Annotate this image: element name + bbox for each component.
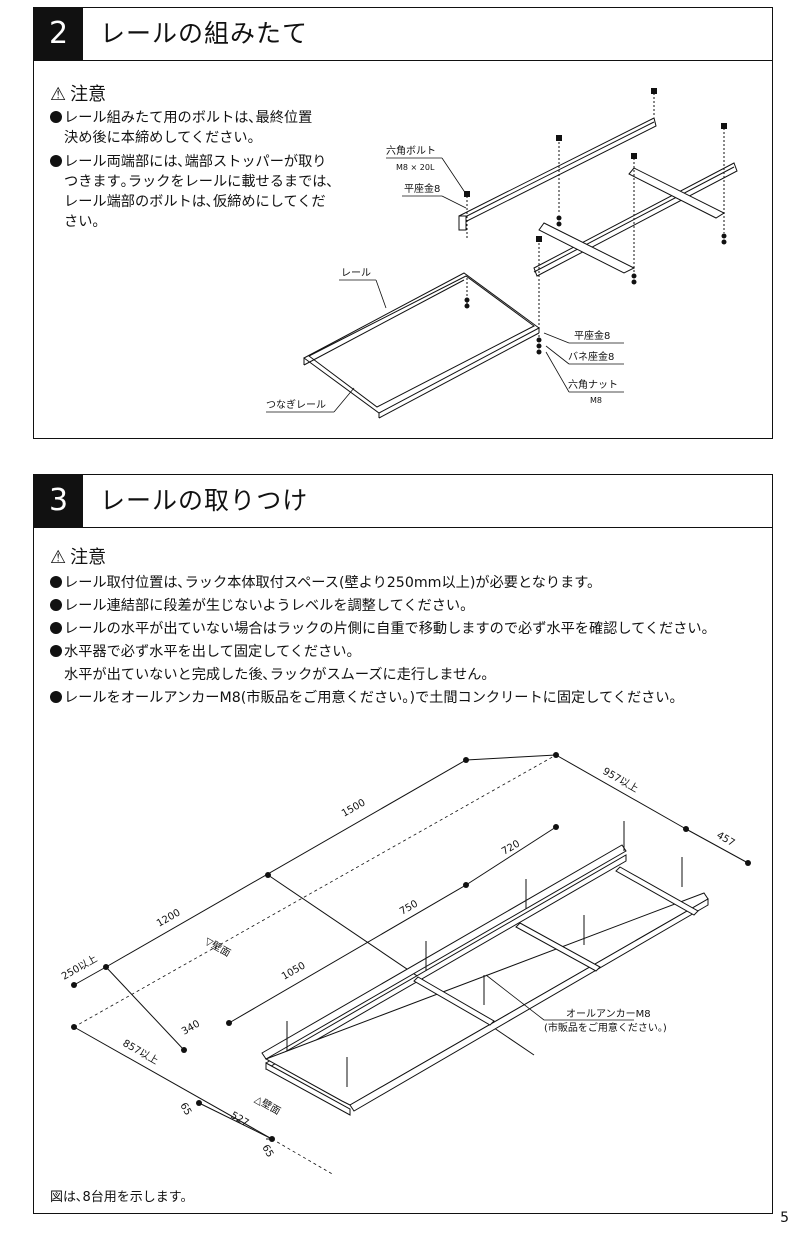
caution-item-cont: つきます｡ラックをレールに載せるまでは､ [64,174,334,190]
caution-item: レール取付位置は､ラック本体取付スペース(壁より250mm以上)が必要となります… [50,573,601,593]
dim-720: 720 [500,839,522,858]
label-flat-washer: 平座金8 [574,329,610,342]
dim-65a: 65 [177,1101,193,1118]
caution-label: 注意 [70,84,107,105]
dim-957a: 957以上 [601,765,641,795]
caution-item: レール両端部には､端部ストッパーが取り [50,152,326,172]
caution-item-cont: 決め後に本締めしてください。 [64,130,262,146]
section-title: レールの組みたて [100,19,309,48]
step-number: 2 [34,8,83,60]
caution-item: レール連結部に段差が生じないようレベルを調整してください。 [50,596,474,616]
label-joint-rail: つなぎレール [266,398,326,411]
step-number: 3 [34,475,83,527]
section-rail-installation: 3 レールの取りつけ ⚠注意 レール取付位置は､ラック本体取付スペース(壁より2… [33,474,773,1214]
label-hex-bolt: 六角ボルト [386,145,436,157]
footnote: 図は､8台用を示します。 [50,1190,194,1205]
dim-750: 750 [398,899,420,918]
caution-item: レールをオールアンカーM8(市販品をご用意ください｡)で土間コンクリートに固定し… [50,688,684,708]
label-anchor-sub: (市販品をご用意ください。) [544,1021,667,1034]
label-spring-washer: バネ座金8 [568,350,614,363]
section-header: 3 レールの取りつけ [34,475,772,528]
wall-label-b: △壁面 [253,1092,283,1117]
section-rail-assembly: 2 レールの組みたて ⚠注意 レール組みたて用のボルトは､最終位置 決め後に本締… [33,7,773,439]
caution-item-cont: さい。 [64,214,107,230]
label-anchor: オールアンカーM8 [566,1008,651,1020]
dim-1200: 1200 [155,907,183,929]
caution-label: 注意 [70,547,107,568]
label-flat-washer-top: 平座金8 [404,182,440,195]
dim-1500: 1500 [340,797,368,819]
dim-340: 340 [180,1019,202,1038]
caution-item: 水平器で必ず水平を出して固定してください。 [50,642,361,662]
dim-65b: 65 [259,1143,275,1160]
section-title: レールの取りつけ [100,486,309,515]
caution-item-cont: 水平が出ていないと完成した後､ラックがスムーズに走行しません。 [64,667,496,683]
caution-item: レールの水平が出ていない場合はラックの片側に自重で移動しますので必ず水平を確認し… [50,619,716,639]
warning-icon: ⚠ [50,84,67,105]
label-hex-nut: 六角ナット [568,379,618,391]
rail-layout-diagram: オールアンカーM8 (市販品をご用意ください。) 1500 1200 957以上… [60,752,751,1176]
label-rail: レール [341,268,371,279]
caution-item: レール組みたて用のボルトは､最終位置 [50,108,312,128]
label-bolt-size: M8 × 20L [396,163,435,172]
label-nut-size: M8 [590,396,602,405]
dim-250: 250以上 [60,953,100,983]
rail-assembly-diagram: 六角ボルト M8 × 20L 平座金8 レール つなぎレール 平座金8 バネ座金… [266,88,738,419]
caution-heading: ⚠注意 [50,543,106,569]
dim-857: 857以上 [121,1037,161,1067]
caution-heading: ⚠注意 [50,80,106,106]
warning-icon: ⚠ [50,547,67,568]
caution-item-cont: レール端部のボルトは､仮締めにしてくだ [64,194,326,210]
wall-label-a: ▽壁面 [203,934,233,959]
page-number: 5 [780,1210,789,1226]
section-header: 2 レールの組みたて [34,8,772,61]
